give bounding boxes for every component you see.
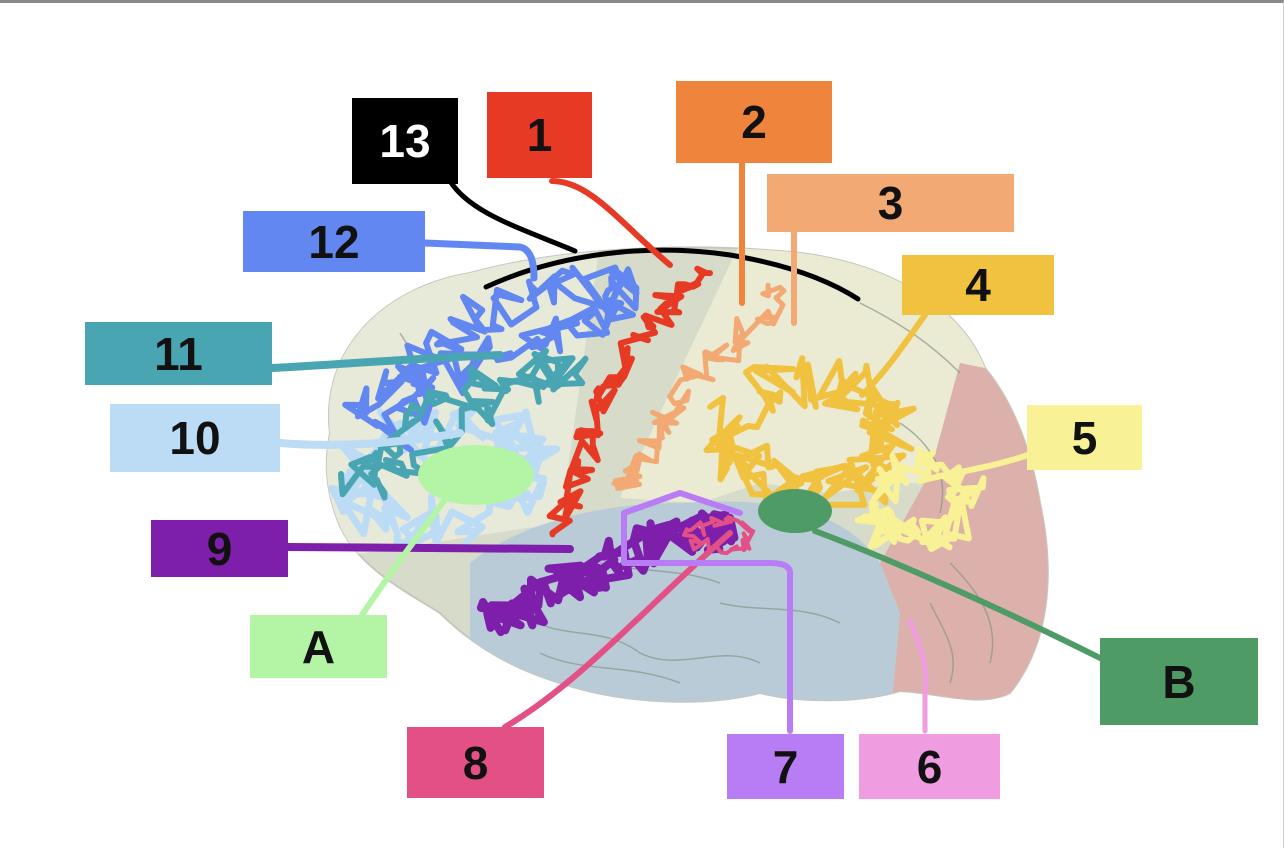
label-7-text: 7: [772, 740, 799, 793]
leader-line-12: [421, 239, 538, 282]
label-3-text: 3: [877, 177, 904, 229]
leader-line-9: [284, 543, 574, 553]
region-5-scribble: [854, 446, 987, 552]
leader-line-B: [812, 528, 1103, 661]
leader-line-13-arc: [483, 247, 861, 302]
leader-line-10: [276, 429, 464, 449]
region-A-oval: [418, 445, 534, 505]
region-1-scribble: [546, 265, 713, 538]
label-12-text: 12: [308, 215, 360, 268]
label-12: 12: [243, 211, 425, 272]
label-5: 5: [1027, 405, 1142, 470]
leader-line-6: [907, 618, 929, 734]
region-9-scribble: [476, 509, 739, 637]
leader-lines: [268, 160, 1103, 734]
label-11: 11: [85, 322, 272, 385]
label-9-text: 9: [206, 522, 233, 575]
leader-line-4: [859, 312, 928, 398]
region-3-scribble: [611, 282, 787, 491]
region-scribbles: [328, 264, 987, 637]
leader-line-A: [359, 490, 453, 618]
label-A: A: [250, 615, 387, 678]
label-A-text: A: [301, 620, 336, 673]
label-8: 8: [407, 727, 544, 798]
label-2-text: 2: [741, 96, 767, 148]
label-6: 6: [859, 734, 1000, 799]
label-B-text: B: [1162, 655, 1196, 708]
label-10: 10: [110, 404, 280, 472]
leader-line-1: [549, 178, 673, 268]
label-4: 4: [902, 255, 1054, 315]
region-8-scribble: [682, 515, 756, 556]
label-11-text: 11: [154, 327, 203, 380]
label-B: B: [1100, 638, 1258, 725]
leader-line-11: [268, 351, 504, 372]
leader-line-7: [621, 490, 793, 734]
label-8-text: 8: [462, 736, 489, 789]
brain-diagram-svg: [268, 160, 1103, 734]
label-6-text: 6: [916, 740, 943, 793]
label-3: 3: [767, 174, 1014, 232]
leader-line-13: [447, 178, 578, 254]
label-1: 1: [487, 92, 592, 178]
label-9: 9: [151, 520, 288, 577]
label-13-text: 13: [379, 115, 431, 167]
label-1-text: 1: [526, 109, 553, 161]
leader-line-5: [917, 452, 1031, 484]
label-10-text: 10: [169, 412, 221, 464]
label-4-text: 4: [965, 259, 991, 311]
region-B-oval: [758, 489, 832, 533]
occipital-region: [880, 363, 1048, 702]
label-13: 13: [352, 98, 458, 184]
label-5-text: 5: [1071, 411, 1098, 464]
label-7: 7: [727, 734, 844, 799]
region-4-scribble: [703, 355, 917, 517]
region-10-scribble: [328, 403, 561, 549]
label-2: 2: [676, 81, 832, 163]
